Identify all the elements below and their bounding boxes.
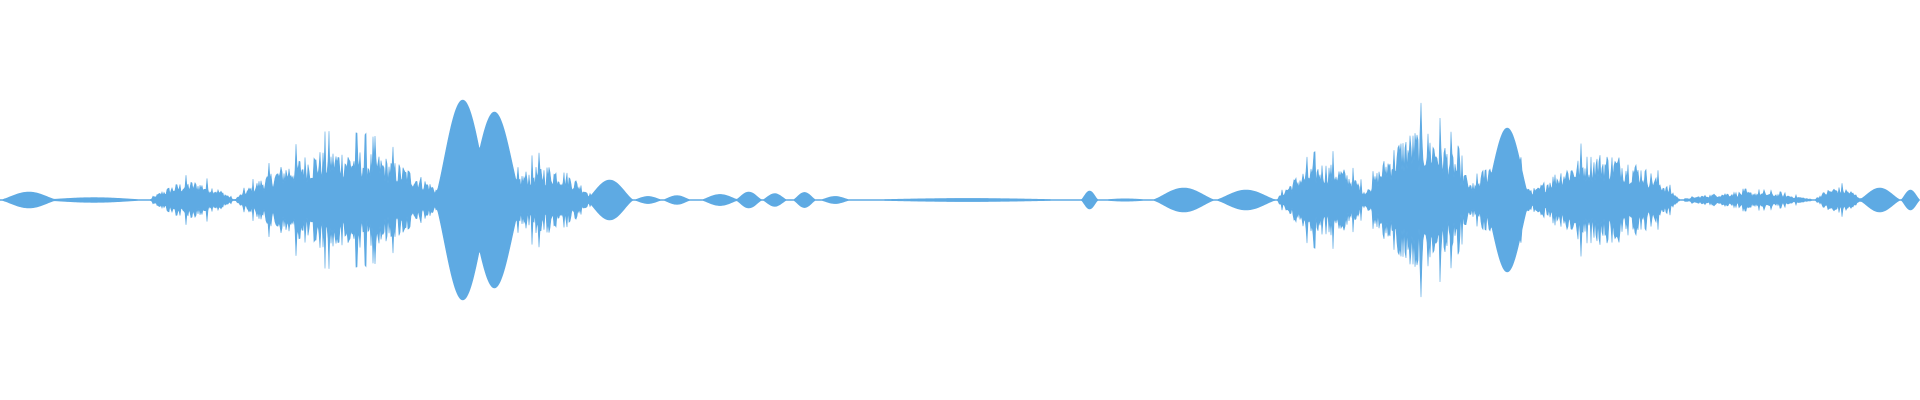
waveform-envelope (0, 99, 1920, 301)
